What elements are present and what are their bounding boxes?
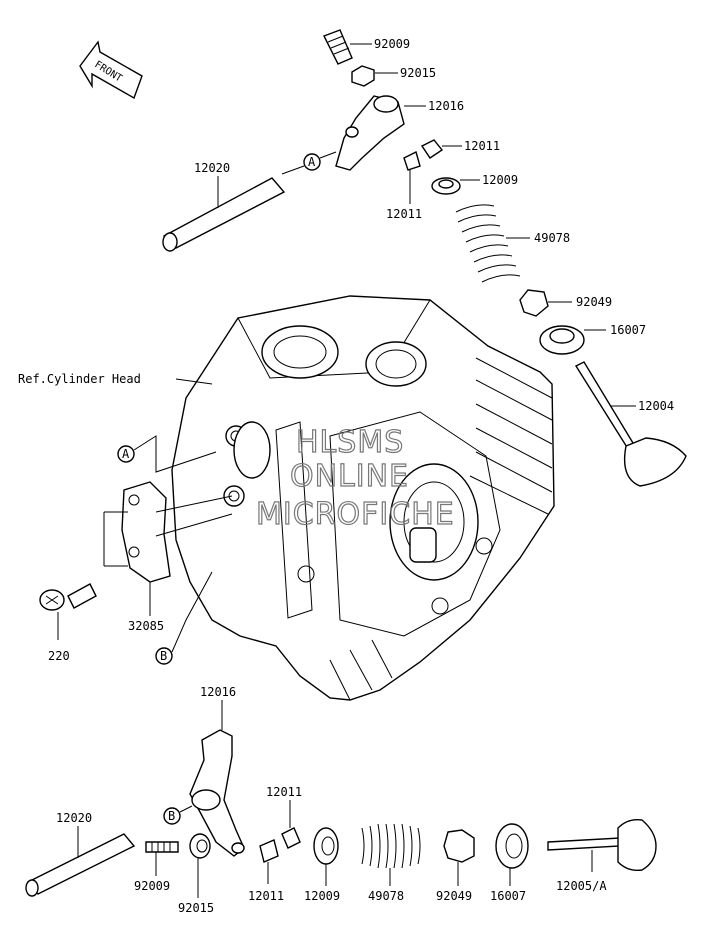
callout-b-left	[155, 647, 173, 665]
label-49078-bottom: 49078	[368, 889, 404, 903]
label-12011-bottom: 12011	[248, 889, 284, 903]
label-12011-top-right: 12011	[464, 139, 500, 153]
label-92015-bottom: 92015	[178, 901, 214, 915]
label-12004: 12004	[638, 399, 674, 413]
retainer-top-icon	[431, 177, 461, 195]
rocker-arm-top-icon	[335, 95, 405, 171]
label-12009-bottom: 12009	[304, 889, 340, 903]
label-12005a: 12005/A	[556, 879, 607, 893]
label-92009-bottom: 92009	[134, 879, 170, 893]
cotter-bottom-icon	[259, 839, 279, 863]
lock-nut-icon	[351, 65, 375, 87]
adjusting-screw-icon	[323, 29, 353, 65]
label-12016-top: 12016	[428, 99, 464, 113]
adjusting-screw-bottom-icon	[145, 841, 179, 853]
callout-a-left-label: A	[122, 447, 130, 461]
label-49078-top: 49078	[534, 231, 570, 245]
cylinder-head-icon	[171, 295, 555, 701]
watermark-line-3: MICROFICHE	[256, 497, 455, 532]
valve-bottom-icon	[547, 818, 657, 872]
watermark: HLSMS ONLINE MICROFICHE	[255, 424, 455, 532]
cotter-bottom-top-icon	[281, 827, 301, 849]
spring-seat-bottom-icon	[495, 823, 529, 869]
label-12016-bottom: 12016	[200, 685, 236, 699]
callout-a-left	[117, 445, 135, 463]
label-92049-bottom: 92049	[436, 889, 472, 903]
label-92015-top: 92015	[400, 66, 436, 80]
spring-seat-top-icon	[539, 325, 585, 355]
rocker-shaft-top-icon	[162, 177, 286, 252]
label-12011-top-left: 12011	[386, 207, 422, 221]
valve-top-icon	[574, 361, 687, 487]
callout-a-top-label: A	[308, 155, 316, 169]
valve-spring-bottom-icon	[361, 823, 421, 869]
bolt-icon	[39, 583, 97, 611]
watermark-line-1: HLSMS	[296, 425, 404, 460]
callout-a-top	[303, 153, 321, 171]
label-12009-top: 12009	[482, 173, 518, 187]
front-arrow-icon: FRONT	[79, 40, 143, 100]
label-12011-bottom-top: 12011	[266, 785, 302, 799]
label-220: 220	[48, 649, 70, 663]
label-12020-bottom: 12020	[56, 811, 92, 825]
stem-seal-bottom-icon	[443, 829, 475, 863]
cotter-top-right-icon	[420, 139, 444, 159]
label-16007-top: 16007	[610, 323, 646, 337]
callout-b-bottom	[163, 807, 181, 825]
label-92009-top: 92009	[374, 37, 410, 51]
plate-icon	[121, 481, 171, 583]
callout-b-left-label: B	[160, 649, 167, 663]
valve-spring-top-icon	[455, 204, 521, 283]
label-16007-bottom: 16007	[490, 889, 526, 903]
cotter-top-left-icon	[403, 150, 421, 171]
rocker-arm-bottom-icon	[189, 729, 245, 857]
label-32085: 32085	[128, 619, 164, 633]
lock-nut-bottom-icon	[189, 833, 211, 859]
label-92049-top: 92049	[576, 295, 612, 309]
stem-seal-top-icon	[519, 289, 549, 317]
label-12020-top: 12020	[194, 161, 230, 175]
callout-b-bottom-label: B	[168, 809, 175, 823]
watermark-line-2: ONLINE	[290, 459, 409, 494]
rocker-shaft-bottom-icon	[25, 833, 136, 897]
retainer-bottom-icon	[313, 827, 339, 865]
label-ref-cylinder-head: Ref.Cylinder Head	[18, 372, 141, 386]
